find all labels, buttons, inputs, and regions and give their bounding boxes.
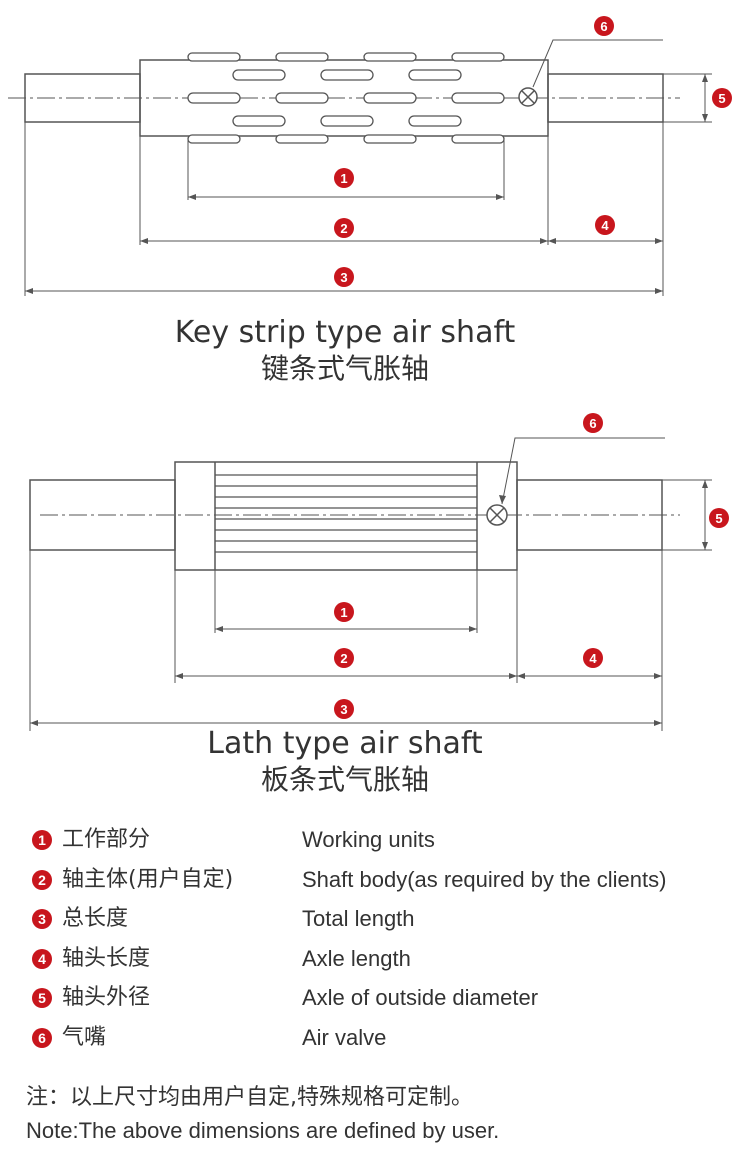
marker-3: 3 xyxy=(334,699,354,719)
marker-5: 5 xyxy=(709,508,729,528)
lath-strips xyxy=(215,474,477,553)
marker-3: 3 xyxy=(334,267,354,287)
legend-item: 4 轴头长度 Axle length xyxy=(32,942,750,982)
legend-label-zh: 轴头外径 xyxy=(62,985,151,1010)
diagram1-title-en: Key strip type air shaft xyxy=(174,315,516,350)
note-zh: 注：以上尺寸均由用户自定,特殊规格可定制。 xyxy=(26,1085,473,1110)
lath-shaft-diagram: 6 5 1 2 4 3 xyxy=(29,413,729,731)
marker-4: 4 xyxy=(583,648,603,668)
air-valve-icon xyxy=(518,87,538,107)
key-strip-shaft-diagram: 6 5 1 2 4 3 xyxy=(8,16,732,296)
air-valve-icon xyxy=(486,504,508,526)
svg-text:4: 4 xyxy=(601,218,609,233)
legend-item: 1 工作部分 Working units xyxy=(32,823,750,863)
svg-text:5: 5 xyxy=(718,91,725,106)
svg-text:4: 4 xyxy=(589,651,597,666)
shaft-body xyxy=(174,461,518,571)
marker-badge: 6 xyxy=(32,1027,52,1048)
diagram2-title-zh: 板条式气胀轴 xyxy=(260,763,429,796)
legend-label-zh: 工作部分 xyxy=(62,827,151,852)
legend-label-zh: 轴头长度 xyxy=(62,945,151,971)
dimension-lines xyxy=(29,437,712,731)
legend-label-en: Working units xyxy=(302,827,435,852)
marker-4: 4 xyxy=(595,215,615,235)
marker-1: 1 xyxy=(334,602,354,622)
legend-item: 6 气嘴 Air valve xyxy=(32,1021,750,1061)
dimension-arrows xyxy=(30,480,708,726)
marker-badge: 1 xyxy=(32,830,52,850)
legend: 1 工作部分 Working units 2 轴主体(用户自定) Shaft b… xyxy=(32,823,750,1060)
svg-text:3: 3 xyxy=(340,270,347,285)
marker-1: 1 xyxy=(334,168,354,188)
svg-text:6: 6 xyxy=(600,19,607,34)
legend-label-en: Shaft body(as required by the clients) xyxy=(302,866,667,892)
legend-label-en: Air valve xyxy=(302,1024,387,1050)
legend-item: 3 总长度 Total length xyxy=(32,902,750,942)
svg-text:6: 6 xyxy=(589,416,596,431)
svg-text:2: 2 xyxy=(340,651,347,666)
diagram2-title-en: Lath type air shaft xyxy=(207,726,483,761)
marker-6: 6 xyxy=(594,16,614,36)
marker-badge: 4 xyxy=(32,948,52,969)
note-en: Note:The above dimensions are defined by… xyxy=(26,1118,500,1143)
marker-5: 5 xyxy=(712,88,732,108)
dimension-arrows xyxy=(25,74,708,294)
legend-label-en: Total length xyxy=(302,906,415,931)
legend-label-en: Axle of outside diameter xyxy=(302,985,539,1010)
svg-text:2: 2 xyxy=(340,221,347,236)
legend-label-en: Axle length xyxy=(302,945,411,971)
marker-2: 2 xyxy=(334,648,354,668)
legend-label-zh: 总长度 xyxy=(62,906,129,931)
marker-badge: 5 xyxy=(32,988,52,1008)
marker-badge: 3 xyxy=(32,909,52,929)
legend-label-zh: 气嘴 xyxy=(62,1024,107,1050)
legend-item: 2 轴主体(用户自定) Shaft body(as required by th… xyxy=(32,863,750,903)
diagram1-title-zh: 键条式气胀轴 xyxy=(260,352,429,385)
marker-2: 2 xyxy=(334,218,354,238)
legend-item: 5 轴头外径 Axle of outside diameter xyxy=(32,981,750,1021)
svg-text:5: 5 xyxy=(715,511,722,526)
marker-6: 6 xyxy=(583,413,603,433)
marker-badge: 2 xyxy=(32,869,52,890)
key-strips xyxy=(187,52,505,144)
svg-text:1: 1 xyxy=(340,605,347,620)
svg-text:1: 1 xyxy=(340,171,347,186)
legend-label-zh: 轴主体(用户自定) xyxy=(62,866,234,892)
svg-text:3: 3 xyxy=(340,702,347,717)
